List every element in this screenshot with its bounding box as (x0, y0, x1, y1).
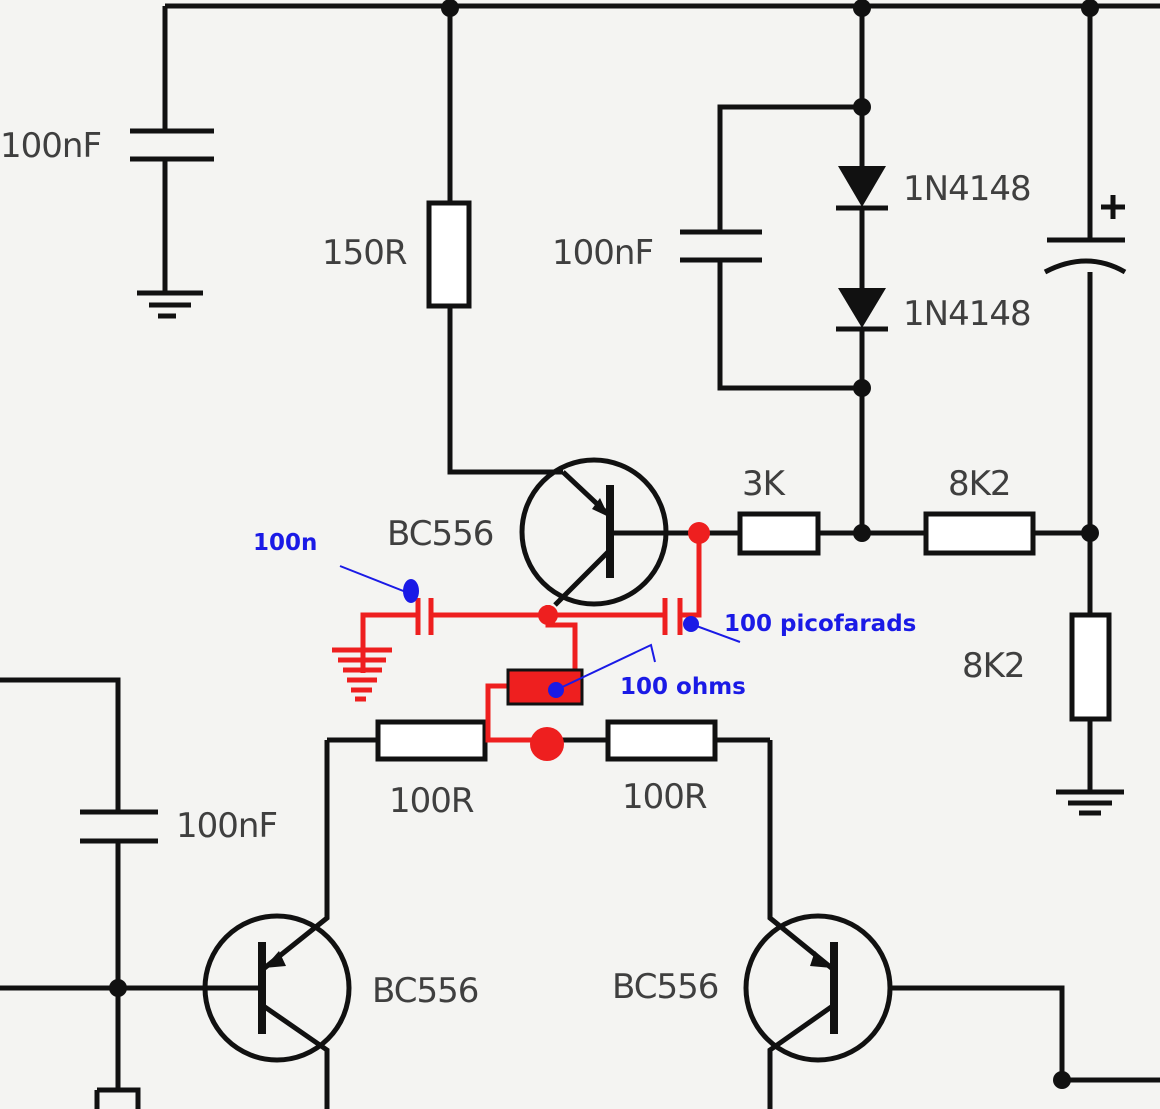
r-150-label: 150R (322, 233, 407, 273)
transistor-bc556-top (519, 457, 697, 607)
resistor-pair-100r (327, 719, 770, 762)
transistor-bc556-bottom-right (743, 740, 1160, 1109)
c-diode-bypass-label: 100nF (552, 233, 653, 273)
red-modification (360, 522, 710, 761)
diode-string (836, 8, 888, 542)
resistor-150r (426, 8, 563, 475)
q-top-label: BC556 (387, 514, 493, 554)
q-bottom-right-label: BC556 (612, 967, 718, 1007)
r-8k2-h-label: 8K2 (948, 464, 1011, 504)
resistor-8k2-horizontal (923, 272, 1099, 556)
r-8k2-v-label: 8K2 (962, 646, 1025, 686)
transistor-bc556-bottom-left (0, 740, 352, 1109)
resistor-8k2-vertical (1069, 533, 1112, 792)
decoupling-capacitor-top-left (130, 6, 214, 293)
annotation-100n: 100n (253, 530, 317, 556)
ground-symbol-right (1056, 789, 1124, 816)
red-ground-symbol (332, 647, 392, 702)
q-bottom-left-label: BC556 (372, 971, 478, 1011)
annotation-100-ohms: 100 ohms (620, 674, 746, 700)
d-lower-label: 1N4148 (903, 294, 1031, 334)
d-upper-label: 1N4148 (903, 169, 1031, 209)
r-3k-label: 3K (742, 464, 787, 504)
r-100-right-label: 100R (622, 777, 707, 817)
c-top-left-label: 100nF (0, 126, 101, 166)
electrolytic-capacitor (1043, 8, 1127, 275)
annotation-pointers (339, 565, 741, 698)
bypass-capacitor (680, 104, 862, 391)
r-100-left-label: 100R (389, 781, 474, 821)
ground-symbol-top-left (137, 290, 203, 319)
c-lower-left-label: 100nF (176, 806, 277, 846)
annotation-100-picofarads: 100 picofarads (724, 611, 916, 637)
decoupling-capacitor-lower-left (0, 677, 158, 1109)
